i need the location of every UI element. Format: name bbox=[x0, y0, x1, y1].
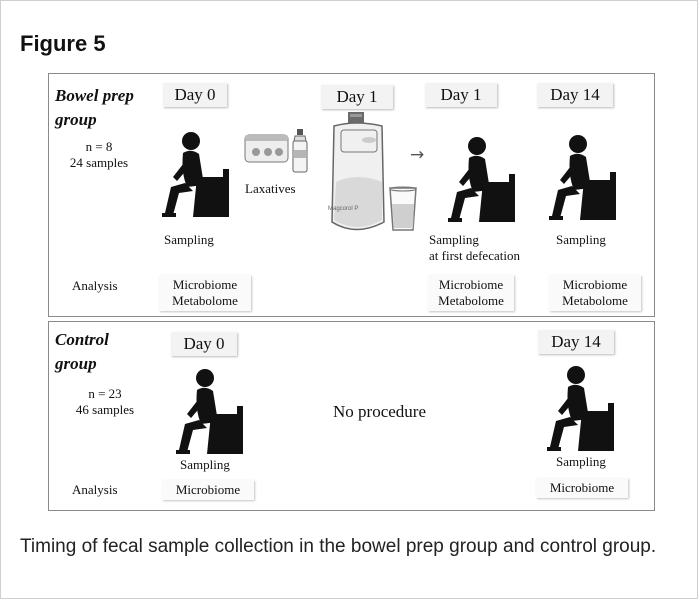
figure-caption: Timing of fecal sample collection in the… bbox=[20, 536, 657, 557]
bowel-prep-group-label: Bowel prep group bbox=[55, 84, 134, 132]
analysis-metabolome: Metabolome bbox=[438, 293, 504, 308]
procedure-arrow-icon: → bbox=[410, 145, 425, 165]
bowel-analysis-day-0: Microbiome Metabolome bbox=[159, 275, 251, 311]
control-sampling-day-14: Sampling bbox=[556, 454, 606, 469]
analysis-microbiome: Microbiome bbox=[172, 277, 238, 292]
laxatives-label: Laxatives bbox=[245, 181, 296, 196]
control-sample-info: n = 23 46 samples bbox=[65, 386, 145, 418]
laxative-pack-icon bbox=[244, 134, 289, 163]
seated-person-icon bbox=[549, 135, 616, 220]
control-analysis-day-14: Microbiome bbox=[536, 478, 628, 498]
bowel-prep-samples: 24 samples bbox=[69, 155, 129, 170]
bowel-analysis-label: Analysis bbox=[72, 278, 118, 293]
control-n: n = 23 bbox=[88, 386, 122, 401]
analysis-metabolome: Metabolome bbox=[172, 293, 238, 308]
bowel-analysis-day-1: Microbiome Metabolome bbox=[428, 275, 514, 311]
control-day-14: Day 14 bbox=[538, 330, 614, 354]
control-analysis-label: Analysis bbox=[72, 482, 118, 497]
bowel-prep-panel: Bowel prep group n = 8 24 samples Day 0 … bbox=[48, 73, 655, 317]
bowel-prep-sample-info: n = 8 24 samples bbox=[59, 139, 139, 171]
bowel-sampling-day-0: Sampling bbox=[164, 232, 214, 247]
bowel-sampling-day-1-line1: Sampling bbox=[429, 232, 479, 247]
seated-person-icon bbox=[448, 137, 515, 222]
analysis-microbiome: Microbiome bbox=[562, 277, 628, 292]
seated-person-icon bbox=[547, 366, 614, 451]
control-group-line1: Control bbox=[55, 330, 109, 349]
bowel-prep-n: n = 8 bbox=[85, 139, 113, 154]
bowel-day-1-sampling: Day 1 bbox=[425, 83, 497, 107]
laxative-bag-label: Magcorol P bbox=[328, 206, 359, 212]
bowel-day-0: Day 0 bbox=[163, 83, 227, 107]
bowel-first-defecation: at first defecation bbox=[429, 248, 520, 263]
control-day-0: Day 0 bbox=[171, 332, 237, 356]
analysis-metabolome: Metabolome bbox=[562, 293, 628, 308]
laxative-bottle-icon bbox=[292, 129, 308, 173]
control-analysis-day-0: Microbiome bbox=[162, 480, 254, 500]
no-procedure-label: No procedure bbox=[333, 402, 426, 421]
seated-person-icon bbox=[176, 369, 243, 454]
control-group-label: Control group bbox=[55, 328, 109, 376]
bowel-prep-group-line2: group bbox=[55, 110, 97, 129]
bowel-sampling-day-14: Sampling bbox=[556, 232, 606, 247]
seated-person-icon bbox=[162, 132, 229, 217]
laxative-bag-icon bbox=[331, 112, 385, 231]
control-samples: 46 samples bbox=[75, 402, 135, 417]
control-group-line2: group bbox=[55, 354, 97, 373]
water-glass-icon bbox=[389, 186, 417, 231]
figure-title: Figure 5 bbox=[20, 31, 106, 56]
bowel-day-1-bag: Day 1 bbox=[321, 85, 393, 109]
bowel-sampling-day-1: Sampling at first defecation bbox=[429, 232, 520, 264]
control-sampling-day-0: Sampling bbox=[180, 457, 230, 472]
analysis-microbiome: Microbiome bbox=[438, 277, 504, 292]
bowel-analysis-day-14: Microbiome Metabolome bbox=[549, 275, 641, 311]
bowel-prep-group-line1: Bowel prep bbox=[55, 86, 134, 105]
control-panel: Control group n = 23 46 samples Day 0 Da… bbox=[48, 321, 655, 511]
bowel-day-14: Day 14 bbox=[537, 83, 613, 107]
